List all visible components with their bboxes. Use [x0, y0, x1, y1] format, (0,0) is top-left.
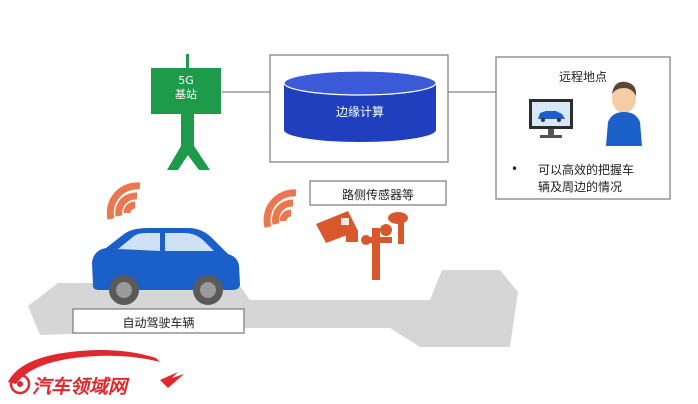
- tower-label: 5G 基站: [151, 74, 221, 102]
- vehicle-label: 自动驾驶车辆: [122, 316, 195, 330]
- remote-description: 可以高效的把握车 辆及周边的情况: [538, 162, 666, 196]
- remote-description-line2: 辆及周边的情况: [538, 180, 623, 194]
- wifi-signal-icon: [106, 182, 141, 220]
- remote-bullet: •: [511, 162, 519, 176]
- tower-label-line1: 5G: [178, 74, 194, 87]
- person-icon: [606, 81, 642, 146]
- vehicle-label-box: [72, 308, 245, 334]
- autonomous-car-icon: [92, 228, 240, 305]
- roadside-camera-icon: [316, 211, 408, 280]
- wifi-signal-icon: [263, 189, 297, 228]
- edge-computing-label: 边缘计算: [335, 105, 384, 119]
- watermark-text: 汽车领域网: [32, 376, 128, 398]
- remote-location-title: 远程地点: [558, 70, 607, 84]
- sensors-label: 路侧传感器等: [341, 188, 414, 202]
- monitor-icon: [529, 99, 573, 138]
- database-cylinder-icon: [283, 70, 437, 142]
- antenna-tower-icon: [151, 54, 221, 170]
- watermark-logo: [8, 350, 184, 395]
- remote-description-line1: 可以高效的把握车: [538, 163, 635, 177]
- sensors-label-box: [309, 180, 447, 206]
- tower-label-line2: 基站: [175, 88, 197, 101]
- remote-location-box: [495, 56, 671, 200]
